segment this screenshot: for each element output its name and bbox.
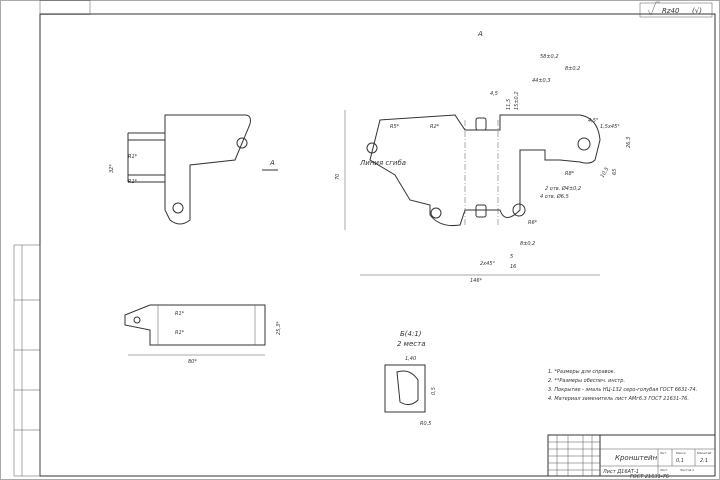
- dimension-label: 4. Материал заменитель лист АМг6.3 ГОСТ …: [548, 396, 689, 402]
- dimension-label: R1*: [128, 179, 138, 185]
- dimension-label: R0,5: [420, 421, 431, 427]
- scale-value: 2:1: [700, 458, 708, 464]
- dimension-label: 4 отв. Ø6,5: [540, 193, 569, 200]
- dimension-label: 32*: [109, 164, 115, 173]
- mass-value: 0,1: [676, 458, 684, 464]
- dimension-label: 4,5: [490, 91, 498, 97]
- dimension-label: R8*: [565, 171, 575, 177]
- top-stamp: [39, 0, 91, 15]
- dimension-label: R2*: [430, 124, 440, 130]
- dimension-label: 16: [510, 264, 516, 270]
- material-line-1: Лист Д16АТ-1: [602, 469, 639, 475]
- dimension-label: 25,3*: [276, 321, 282, 335]
- dimension-label: 58±0,2: [540, 54, 559, 60]
- bottom-view: R1* R1* 25,3* 80*: [124, 304, 282, 365]
- flat-view-label: A: [477, 30, 483, 38]
- dimension-label: R5*: [390, 124, 400, 130]
- view-arrow-label: A: [269, 159, 275, 167]
- dimension-label: 8±0,2: [520, 241, 535, 247]
- dimension-label: Масса: [676, 451, 686, 455]
- dimension-label: 0,5: [431, 387, 437, 395]
- left-margin-stamp: [13, 244, 41, 477]
- bend-line-label: Линия сгиба: [359, 159, 406, 167]
- dimension-label: 2. **Размеры обеспеч. инстр.: [548, 378, 625, 384]
- material-line-2: ГОСТ 21631-76: [630, 474, 669, 480]
- dimension-label: Лист: [659, 468, 668, 472]
- dimension-label: R1*: [175, 311, 185, 317]
- dimension-label: 15±0,2: [514, 91, 520, 110]
- dimension-label: 146*: [470, 278, 483, 284]
- dimension-label: 80*: [188, 359, 197, 365]
- dimension-label: R1*: [175, 330, 185, 336]
- dimension-label: 65: [612, 169, 618, 175]
- dimension-label: 11,5: [506, 99, 512, 110]
- roughness-symbol: Rz40 (√): [639, 1, 713, 18]
- dimension-label: 5: [510, 254, 513, 260]
- dimension-label: 2 места: [397, 340, 425, 348]
- drawing-frame: [39, 13, 716, 477]
- dimension-label: 10,5: [600, 166, 611, 179]
- dimension-label: 1,5x45°: [600, 124, 620, 130]
- dimension-label: 44±0,3: [532, 78, 551, 84]
- dimension-label: 1. *Размеры для справок.: [548, 369, 615, 375]
- dimension-label: Листов 1: [679, 468, 694, 472]
- part-name: Кронштейн: [615, 454, 658, 462]
- dimension-label: Б(4:1): [400, 330, 422, 338]
- dimension-label: R6*: [528, 220, 538, 226]
- dimension-label: Лит.: [659, 451, 667, 455]
- dimension-label: 26,3: [626, 137, 632, 148]
- dimension-label: 8±0,2: [565, 66, 580, 72]
- dimension-label: R1*: [128, 154, 138, 160]
- section-b-detail: Б(4:1) 2 места 1,40 0,5 R0,5: [384, 330, 437, 427]
- flat-pattern-view: A Линия сгиба 146* 70 65 58±0,2 8±0,2 44…: [335, 30, 632, 284]
- dimension-label: 2x45°: [480, 261, 496, 267]
- side-view: R1* R1* 32* A: [109, 114, 278, 225]
- dimension-label: 2 отв. Ø4±0,2: [545, 185, 581, 192]
- dimension-label: 1,40: [405, 356, 416, 362]
- dimension-label: 4,5°: [588, 118, 599, 124]
- dimension-label: 3. Покрытие - эмаль НЦ-132 серо-голубая …: [548, 387, 697, 393]
- dimension-label: Масштаб: [697, 451, 711, 455]
- dimension-label: 70: [335, 174, 341, 180]
- roughness-other-symbol: (√): [692, 7, 702, 15]
- technical-notes: 1. *Размеры для справок. 2. **Размеры об…: [548, 369, 697, 402]
- title-block: Кронштейн Лист Д16АТ-1 ГОСТ 21631-76 Лит…: [547, 434, 716, 480]
- roughness-value: Rz40: [662, 7, 680, 15]
